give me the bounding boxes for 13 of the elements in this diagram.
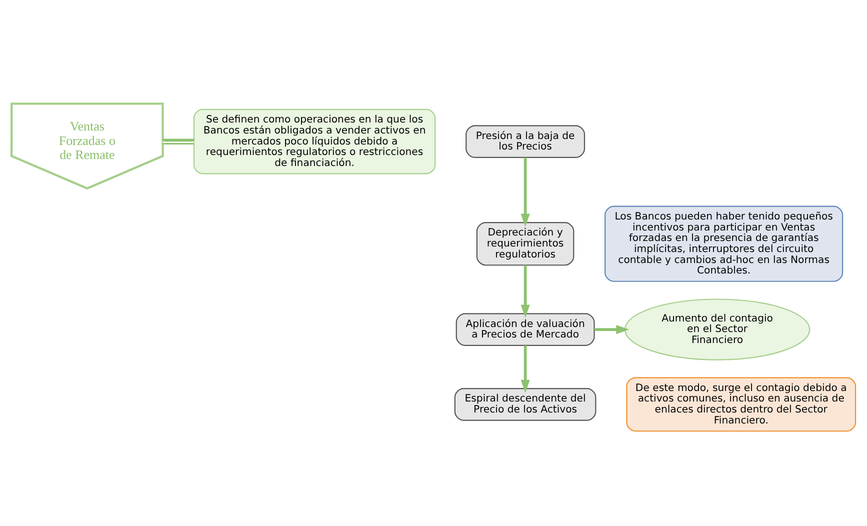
arrow xyxy=(594,324,630,334)
arrow xyxy=(520,265,530,318)
node-box: Espiral descendente del Precio de los Activos xyxy=(454,388,596,421)
node-box: Los Bancos pueden haber tenido pequeños incentivos para participar en Ventas forzadas en la presencia de garantías implícitas, interruptores del circuito contable y cambios ad-hoc en las Normas Contables. xyxy=(604,206,844,282)
connector xyxy=(162,138,194,144)
node-ellipse: Aumento del contagio en el Sector Financiero xyxy=(624,298,810,360)
arrow xyxy=(520,345,530,393)
node-box: Depreciación y requerimientos regulatorios xyxy=(476,222,574,266)
node-box: De este modo, surge el contagio debido a activos comunes, incluso en ausencia de enlaces directos dentro del Sector Financiero. xyxy=(626,377,856,432)
arrow xyxy=(520,158,530,227)
node-box: Presión a la baja de los Precios xyxy=(466,125,586,158)
node-box: Aplicación de valuación a Precios de Mercado xyxy=(456,313,595,346)
node-box: Se definen como operaciones en la que los Bancos están obligados a vender activos en mercados poco líquidos debido a requerimientos regulatorios o restricciones de financiación. xyxy=(193,108,436,174)
